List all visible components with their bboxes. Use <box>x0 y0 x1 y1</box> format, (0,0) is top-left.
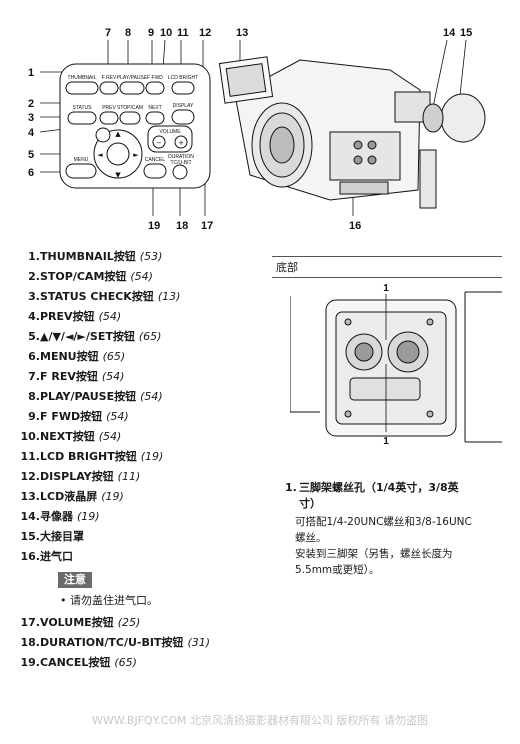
callout-14: 14 <box>443 27 456 39</box>
prev-label: PREV <box>102 105 116 111</box>
callout-4: 4 <box>28 127 35 139</box>
camcorder-figure: 7 8 9 10 11 12 13 14 15 1 2 3 4 5 6 19 1… <box>28 27 486 232</box>
play-pause-label: PLAY/PAUSE <box>117 75 148 81</box>
callout-11: 11 <box>177 27 189 39</box>
f-fwd-button[interactable] <box>145 81 165 95</box>
callout-19: 19 <box>148 220 160 232</box>
tripod-hole-three-eighths-inch <box>396 340 420 364</box>
list-item: 8.PLAY/PAUSE按钮(54) <box>28 390 163 403</box>
callout-16: 16 <box>349 220 361 232</box>
lcd-bright-label: LCD BRIGHT <box>168 75 198 81</box>
callout-1-bottom: 1 <box>383 436 389 447</box>
thumbnail-button[interactable] <box>65 81 99 95</box>
left-arrow-icon: ◄ <box>97 151 103 159</box>
up-arrow-icon: ▲ <box>115 130 121 138</box>
callout-15: 15 <box>460 27 472 39</box>
f-fwd-label: F FWD <box>147 75 163 81</box>
list-item: 10.NEXT按钮(54) <box>20 430 122 443</box>
cancel-button[interactable] <box>143 163 167 179</box>
list-item: 4.PREV按钮(54) <box>28 310 122 323</box>
note-heading: 注意 <box>58 572 92 588</box>
tripod-item-title: 1.三脚架螺丝孔（1/4英寸，3/8英 寸） <box>285 481 459 510</box>
callout-1: 1 <box>28 67 34 79</box>
volume-label: VOLUME <box>159 129 181 135</box>
stop-cam-label: STOP/CAM <box>117 105 143 111</box>
watermark: WWW.BJFQY.COM 北京风清扬摄影器材有限公司 版权所有 请勿盗图 <box>92 714 428 727</box>
play-pause-button[interactable] <box>119 81 145 95</box>
tc-ubit-label: TC/U-BIT <box>170 160 191 166</box>
list-item: 19.CANCEL按钮(65) <box>20 656 137 669</box>
section-title: 底部 <box>272 256 502 278</box>
tripod-hole-quarter-inch <box>354 342 374 362</box>
f-rev-button[interactable] <box>99 81 119 95</box>
list-item: 18.DURATION/TC/U-BIT按钮(31) <box>20 636 211 649</box>
list-item: 17.VOLUME按钮(25) <box>20 616 141 629</box>
plus-icon: + <box>178 139 184 147</box>
menu-label: MENU <box>74 157 89 163</box>
minus-icon: − <box>156 139 162 147</box>
prev-button[interactable] <box>99 111 119 125</box>
thumbnail-label: THUMBNAIL <box>68 75 97 81</box>
next-label: NEXT <box>148 105 161 111</box>
volume-minus-button[interactable] <box>152 135 166 149</box>
stop-cam-button[interactable] <box>119 111 141 125</box>
list-item: 9.F FWD按钮(54) <box>28 410 129 423</box>
list-item: 16.进气口 <box>20 550 74 563</box>
list-item: 2.STOP/CAM按钮(54) <box>28 270 153 283</box>
tripod-desc-line-4: 5.5mm或更短）。 <box>295 564 380 576</box>
status-button[interactable] <box>67 111 97 125</box>
callout-7: 7 <box>105 27 111 39</box>
callout-9: 9 <box>148 27 154 39</box>
list-item: 13.LCD液晶屏(19) <box>20 490 124 503</box>
duration-button[interactable] <box>172 164 188 180</box>
list-item: 5.▲/▼/◄/►/SET按钮(65) <box>28 330 162 343</box>
list-item: 14.寻像器(19) <box>20 510 100 523</box>
callout-2: 2 <box>28 98 34 110</box>
prev-round-button[interactable] <box>95 127 111 143</box>
down-arrow-icon: ▼ <box>115 171 121 179</box>
callout-5: 5 <box>28 149 34 161</box>
tripod-desc-line-3: 安装到三脚架（另售，螺丝长度为 <box>295 548 453 560</box>
tripod-desc-line-2: 螺丝。 <box>295 532 327 544</box>
next-button[interactable] <box>145 111 165 125</box>
list-item: 15.大接目罩 <box>20 530 85 543</box>
callout-8: 8 <box>125 27 131 39</box>
status-label: STATUS <box>73 105 93 111</box>
callout-6: 6 <box>28 167 34 179</box>
lcd-bright-button[interactable] <box>171 81 195 95</box>
list-item: 1.THUMBNAIL按钮(53) <box>28 250 163 263</box>
right-arrow-icon: ► <box>133 151 139 159</box>
list-item: 6.MENU按钮(65) <box>28 350 126 363</box>
callout-18: 18 <box>176 220 188 232</box>
cancel-label: CANCEL <box>145 157 166 163</box>
menu-button[interactable] <box>65 163 97 179</box>
tripod-desc-line-1: 可搭配1/4-20UNC螺丝和3/8-16UNC <box>295 516 472 528</box>
duration-label: DURATION <box>168 154 194 160</box>
set-button[interactable] <box>106 142 130 166</box>
callout-10: 10 <box>160 27 172 39</box>
list-item: 12.DISPLAY按钮(11) <box>20 470 141 483</box>
callout-13: 13 <box>236 27 248 39</box>
list-item: 7.F REV按钮(54) <box>28 370 125 383</box>
callout-17: 17 <box>201 220 213 232</box>
volume-plus-button[interactable] <box>174 135 188 149</box>
callout-12: 12 <box>199 27 211 39</box>
f-rev-label: F REV <box>102 75 117 81</box>
display-label: DISPLAY <box>173 103 194 109</box>
note-text: • 请勿盖住进气口。 <box>60 594 158 607</box>
callout-1-top: 1 <box>383 283 389 294</box>
callout-3: 3 <box>28 112 34 124</box>
bottom-view-illustration: 1 1 <box>290 283 502 447</box>
display-button[interactable] <box>171 109 195 125</box>
camcorder-illustration <box>218 56 486 209</box>
list-item: 11.LCD BRIGHT按钮(19) <box>20 450 164 463</box>
list-item: 3.STATUS CHECK按钮(13) <box>28 290 181 303</box>
